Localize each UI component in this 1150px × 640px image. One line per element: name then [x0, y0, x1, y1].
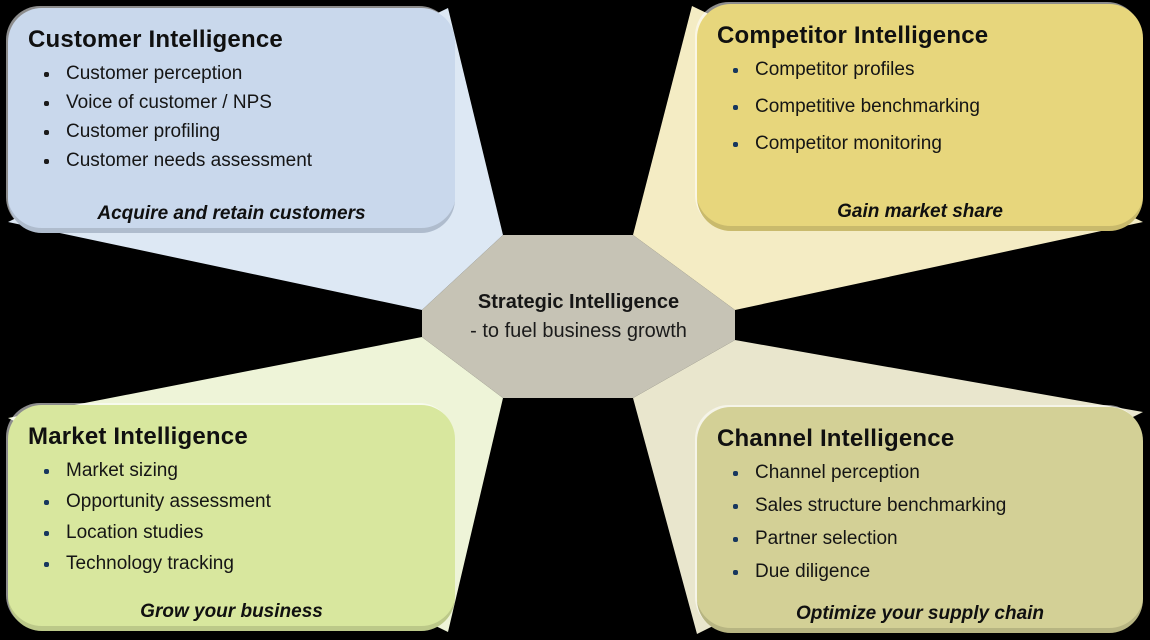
quadrant-tagline: Gain market share [837, 201, 1003, 222]
bullet-label: Opportunity assessment [66, 491, 271, 512]
bullet-item: Competitor monitoring [733, 133, 1129, 155]
bullet-item: Customer needs assessment [44, 150, 441, 172]
bullet-label: Competitor monitoring [755, 133, 942, 154]
bullet-dot-icon [733, 470, 738, 476]
bullet-dot-icon [733, 536, 738, 542]
box-customer-intelligence: Customer Intelligence Customer perceptio… [8, 8, 455, 233]
bullet-dot-icon [733, 141, 738, 147]
box-market-intelligence: Market Intelligence Market sizing Opport… [8, 405, 455, 631]
bullet-list: Market sizing Opportunity assessment Loc… [22, 460, 441, 575]
quadrant-title: Competitor Intelligence [717, 22, 989, 49]
bullet-item: Customer perception [44, 63, 441, 85]
center-hub: Strategic Intelligence - to fuel busines… [422, 238, 735, 396]
bullet-dot-icon [44, 129, 49, 135]
center-title: Strategic Intelligence [477, 291, 680, 313]
bullet-label: Customer needs assessment [66, 150, 313, 171]
bullet-label: Customer perception [66, 63, 243, 84]
quadrant-title: Channel Intelligence [717, 425, 955, 452]
bullet-dot-icon [733, 67, 738, 73]
bullet-dot-icon [44, 499, 49, 505]
quadrant-title: Customer Intelligence [28, 26, 283, 53]
bullet-label: Customer profiling [66, 121, 221, 142]
quadrant-title: Market Intelligence [28, 423, 248, 450]
bullet-label: Voice of customer / NPS [66, 92, 272, 113]
center-octagon [422, 235, 735, 398]
bullet-item: Location studies [44, 522, 441, 544]
bullet-label: Technology tracking [66, 553, 234, 574]
bullet-label: Sales structure benchmarking [755, 495, 1007, 516]
bullet-label: Competitor profiles [755, 59, 915, 80]
bullet-dot-icon [44, 530, 49, 536]
bullet-dot-icon [733, 569, 738, 575]
bullet-item: Opportunity assessment [44, 491, 441, 513]
bullet-item: Technology tracking [44, 553, 441, 575]
bullet-label: Location studies [66, 522, 204, 543]
box-competitor-intelligence: Competitor Intelligence Competitor profi… [697, 4, 1143, 231]
quadrant-tagline: Grow your business [140, 601, 323, 622]
bullet-dot-icon [44, 561, 49, 567]
bullet-item: Competitor profiles [733, 59, 1129, 81]
bullet-item: Sales structure benchmarking [733, 495, 1129, 517]
bullet-item: Partner selection [733, 528, 1129, 550]
quadrant-tagline: Optimize your supply chain [795, 603, 1045, 624]
bullet-dot-icon [44, 71, 49, 77]
bullet-label: Competitive benchmarking [755, 96, 980, 117]
bullet-item: Due diligence [733, 561, 1129, 583]
bullet-label: Channel perception [755, 462, 920, 483]
bullet-list: Channel perception Sales structure bench… [711, 462, 1129, 583]
bullet-item: Channel perception [733, 462, 1129, 484]
bullet-dot-icon [733, 104, 738, 110]
bullet-label: Due diligence [755, 561, 871, 582]
bullet-list: Customer perception Voice of customer / … [22, 63, 441, 172]
box-channel-intelligence: Channel Intelligence Channel perception … [697, 407, 1143, 633]
bullet-label: Partner selection [755, 528, 898, 549]
bullet-dot-icon [733, 503, 738, 509]
quadrant-tagline: Acquire and retain customers [97, 203, 366, 224]
bullet-item: Market sizing [44, 460, 441, 482]
bullet-dot-icon [44, 158, 49, 164]
bullet-dot-icon [44, 100, 49, 106]
bullet-dot-icon [44, 468, 49, 474]
bullet-item: Voice of customer / NPS [44, 92, 441, 114]
bullet-item: Competitive benchmarking [733, 96, 1129, 118]
center-subtitle: - to fuel business growth [470, 320, 687, 342]
bullet-list: Competitor profiles Competitive benchmar… [711, 59, 1129, 155]
bullet-label: Market sizing [66, 460, 178, 481]
bullet-item: Customer profiling [44, 121, 441, 143]
